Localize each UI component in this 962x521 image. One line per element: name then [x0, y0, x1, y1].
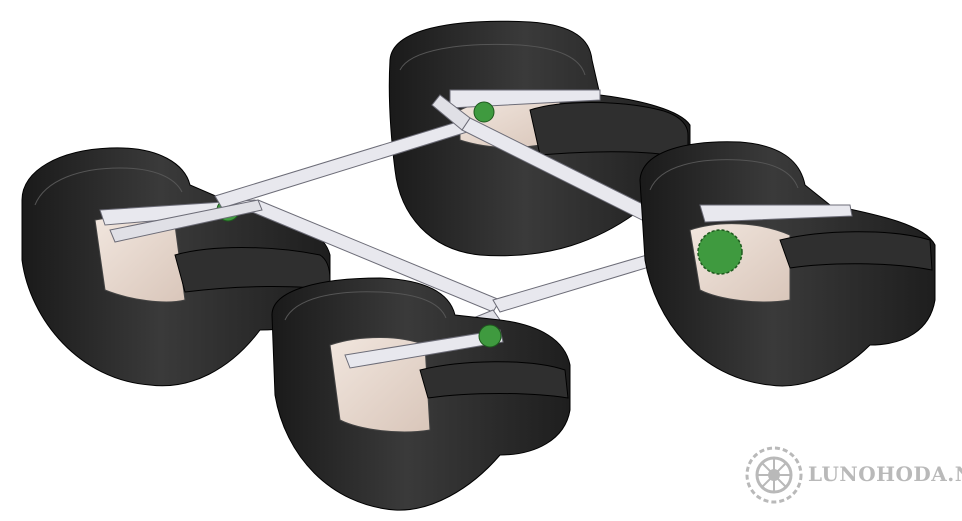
wheel-front-left	[271, 277, 571, 511]
watermark-text: LUNOHODA.NET	[808, 462, 962, 486]
wheel-back-left	[21, 147, 331, 387]
watermark: LUNOHODA.NET	[742, 440, 962, 510]
wheel-front-right	[639, 141, 936, 387]
wheel-logo-icon	[745, 446, 803, 504]
